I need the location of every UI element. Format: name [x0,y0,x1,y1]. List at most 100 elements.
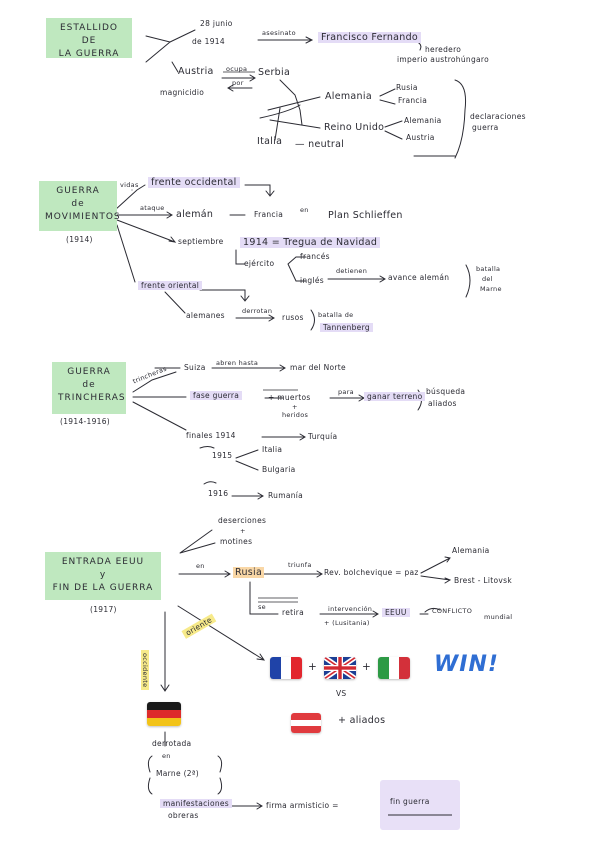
eeuu-highlight: EEUU [382,608,410,617]
label-derrotan: derrotan [242,307,273,315]
label-ejercito: ejército [244,259,275,268]
label-austria-2: Austria [406,133,435,142]
section-title-trincheras: GUERRA de TRINCHERAS [52,362,126,414]
label-ataque: ataque [140,204,165,212]
label-retira: retira [282,608,305,617]
label-italia-2: Italia [262,445,283,454]
busqueda-2: aliados [428,399,457,408]
label-en: en [300,206,309,214]
plus-sign: + [362,661,372,673]
heredero-1: heredero [425,45,462,54]
uk-flag-icon [324,657,356,679]
busqueda-1: búsqueda [426,387,466,396]
label-ocupa: ocupa [226,65,248,73]
section-title-entrada-eeuu: ENTRADA EEUU y FIN DE LA GUERRA [45,552,161,600]
label-detienen: detienen [336,267,368,275]
label-frances: francés [300,252,330,261]
vs-label: VS [336,689,347,698]
label-para: para [338,388,354,396]
fin-guerra-text: fin guerra [390,797,430,806]
rusia-highlight: Rusia [233,567,265,578]
ganar-terreno: ganar terreno [364,392,426,401]
title-line: y [99,570,107,581]
label-alemania: Alemania [325,91,372,102]
label-triunfa: triunfa [288,561,312,569]
label-brest: Brest - Litovsk [454,576,512,585]
label-mas: + [292,403,298,411]
label-rusos: rusos [282,313,304,322]
label-se: se [258,603,266,611]
label-obreras: obreras [168,811,199,820]
declaraciones-2: guerra [472,123,499,132]
label-aleman: alemán [176,209,214,220]
label-1916: 1916 [208,489,229,498]
francisco-fernando: Francisco Fernando [318,32,422,43]
batalla-marne-3: Marne [480,285,502,293]
label-por: por [232,79,244,87]
label-serbia: Serbia [258,67,291,78]
fase-guerra: fase guerra [190,391,243,400]
label-italia: Italia [257,136,283,147]
label-austria: Austria [178,66,214,77]
rev-bolchevique: Rev. bolchevique = paz [324,568,419,577]
label-septiembre: septiembre [178,237,224,246]
date-line-1: 28 junio [200,19,233,28]
frente-oriental: frente oriental [138,281,203,290]
section-title-estallido: ESTALLIDO DE LA GUERRA [46,18,132,59]
heredero-2: imperio austrohúngaro [397,55,490,64]
label-heridos: heridos [282,411,309,419]
label-marne: Marne (2ª) [156,769,199,778]
plan-schlieffen: Plan Schlieffen [328,210,403,221]
title-line: de [71,199,85,210]
label-magnicidio: magnicidio [160,88,205,97]
label-reino-unido: Reino Unido [324,122,385,133]
label-lusitania: + (Lusitania) [324,619,370,627]
label-1915: 1915 [212,451,233,460]
batalla-marne-1: batalla [476,265,501,273]
france-flag-icon [270,657,302,679]
title-line: de [82,380,96,391]
occidente-label: occidente [141,650,149,691]
title-line: ENTRADA EEUU [61,557,145,567]
title-line: TRINCHERAS [58,393,126,404]
label-derrotada: derrotada [152,739,192,748]
manifestaciones: manifestaciones [160,799,233,808]
label-intervencion: intervención [328,605,373,613]
fin-underline [388,814,452,816]
germany-flag-icon [147,702,181,726]
label-abren: abren hasta [216,359,259,367]
tannenberg-2: Tannenberg [320,323,373,332]
label-vidas: vidas [120,181,139,189]
label-avance: avance alemán [388,273,450,282]
frente-occidental: frente occidental [148,177,240,188]
label-francia: Francia [398,96,428,105]
austria-flag-icon [291,713,321,733]
years-trincheras: (1914-1916) [60,417,111,426]
declaraciones-1: declaraciones [470,112,526,121]
label-deserciones: deserciones [218,516,267,525]
label-asesinato: asesinato [262,29,296,37]
label-alemania-3: Alemania [452,546,490,555]
label-turquia: Turquía [308,432,338,441]
label-mas-2: + [240,527,246,535]
label-rumania: Rumanía [268,491,304,500]
label-bulgaria: Bulgaria [262,465,296,474]
date-line-2: de 1914 [192,37,225,46]
label-aliados: + aliados [338,715,386,726]
batalla-marne-2: del [482,275,493,283]
label-en-3: en [162,752,171,760]
label-muertos: + muertos [268,393,311,402]
tannenberg-1: batalla de [318,311,354,319]
label-neutral: — neutral [295,139,345,150]
title-line: ESTALLIDO DE [59,23,119,47]
label-motines: motines [220,537,253,546]
title-line: MOVIMIENTOS [45,212,121,223]
fin-guerra-box: fin guerra [380,780,460,830]
years-1917: (1917) [90,605,117,614]
conflicto-2: mundial [484,613,513,621]
label-ingles: inglés [300,276,325,285]
title-line: GUERRA [67,367,111,377]
firma-armisticio: firma armisticio = [266,801,339,810]
title-line: GUERRA [56,186,100,196]
plus-sign: + [308,661,318,673]
